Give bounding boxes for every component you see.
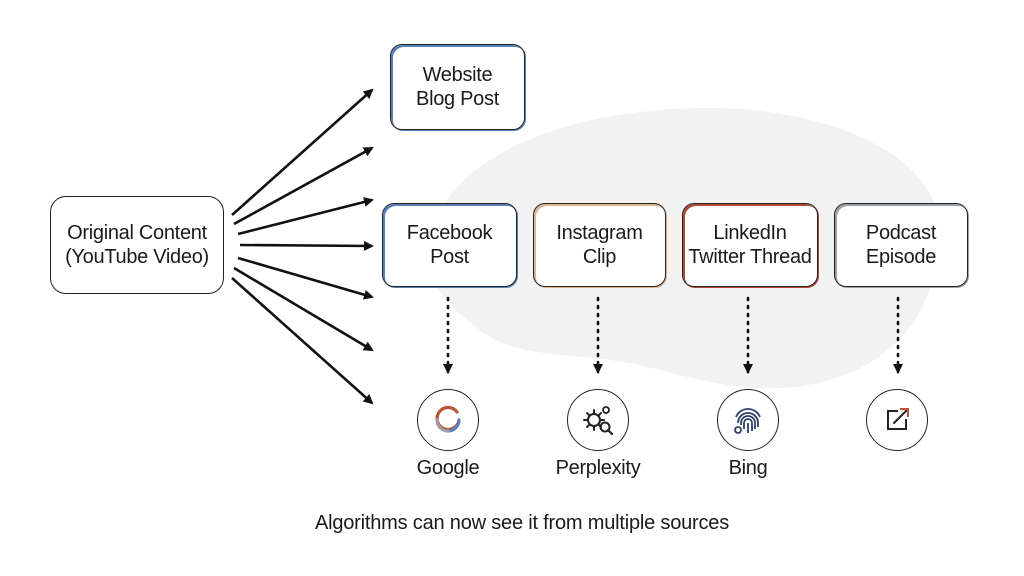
source-label: Original Content (YouTube Video)	[65, 222, 209, 268]
target-instagram-label: Instagram Clip	[556, 222, 643, 268]
google-label: Google	[416, 457, 480, 479]
target-website-box: Website Blog Post	[390, 44, 525, 130]
external-circle	[866, 389, 928, 451]
target-website-label: Website Blog Post	[416, 64, 499, 110]
google-g-icon	[435, 405, 461, 433]
perplexity-circle	[567, 389, 629, 451]
fan-arrow-6	[233, 266, 374, 352]
fan-arrow-1	[231, 88, 374, 216]
target-linkedin-label: LinkedIn Twitter Thread	[688, 222, 812, 268]
external-link-icon	[887, 408, 909, 430]
target-facebook-box: Facebook Post	[382, 203, 517, 287]
fan-arrow-2	[233, 146, 374, 226]
fan-arrow-3	[237, 197, 374, 236]
bing-circle	[717, 389, 779, 451]
fan-arrow-5	[237, 256, 374, 300]
target-linkedin-box: LinkedIn Twitter Thread	[682, 203, 818, 287]
target-podcast-label: Podcast Episode	[865, 222, 937, 268]
fan-arrow-4	[239, 240, 374, 251]
gear-search-icon	[583, 406, 614, 436]
fan-arrow-7	[231, 277, 374, 405]
source-box: Original Content (YouTube Video)	[50, 196, 224, 294]
target-facebook-label: Facebook Post	[406, 222, 493, 268]
bing-label: Bing	[728, 457, 768, 479]
target-podcast-box: Podcast Episode	[834, 203, 968, 287]
caption: Algorithms can now see it from multiple …	[314, 512, 730, 534]
perplexity-label: Perplexity	[555, 457, 641, 479]
fingerprint-icon	[734, 408, 761, 434]
target-instagram-box: Instagram Clip	[533, 203, 666, 287]
google-circle	[417, 389, 479, 451]
